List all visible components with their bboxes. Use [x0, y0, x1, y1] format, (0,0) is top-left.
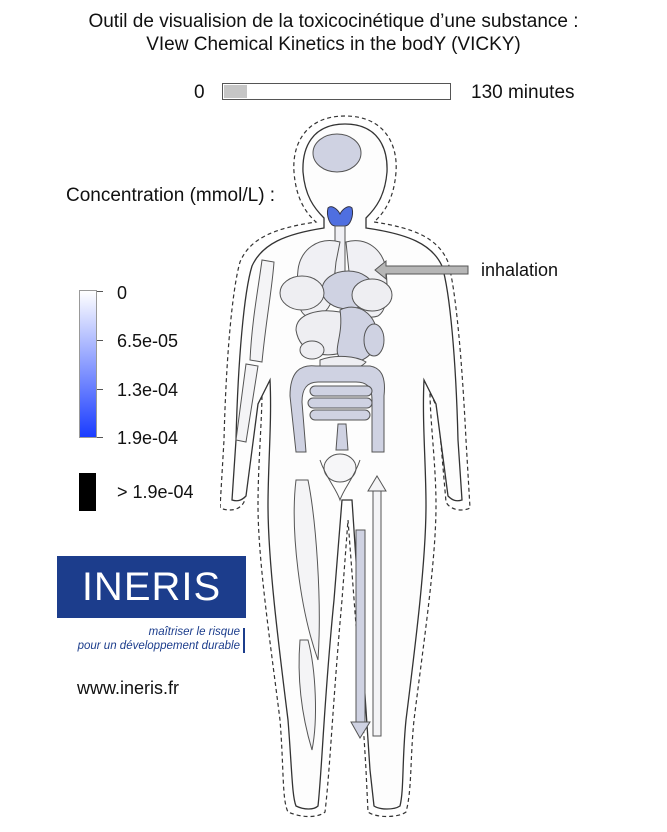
time-progress-fill: [224, 85, 247, 98]
overflow-color-swatch: [79, 473, 96, 511]
tagline-line-2: pour un développement durable: [77, 640, 240, 652]
legend-tick-0: [97, 291, 103, 292]
legend-tick-1: [97, 340, 103, 341]
calf-muscle-left: [298, 639, 316, 751]
legend-tick-label-1: 6.5e-05: [117, 331, 179, 351]
vein-arrowhead: [350, 721, 371, 739]
large-intestine: [289, 365, 385, 453]
rectum: [335, 423, 349, 451]
tagline-divider: [243, 628, 245, 653]
skin-outline: [220, 115, 471, 818]
breast-left: [279, 275, 325, 311]
legend-tick-3: [97, 437, 103, 438]
small-intestine-2: [307, 397, 373, 409]
kidney: [299, 340, 325, 360]
legend-tick-label-2: 1.3e-04: [117, 380, 179, 400]
inhalation-arrow: [374, 259, 469, 281]
arm-bone-left-lower: [235, 363, 259, 443]
time-progress-bar[interactable]: [222, 83, 451, 100]
legend-tick-label-3: 1.9e-04: [117, 428, 179, 448]
artery: [372, 487, 382, 737]
inhalation-label: inhalation: [481, 260, 559, 280]
ineris-logo: INERIS: [57, 556, 246, 618]
thyroid: [327, 206, 353, 227]
ineris-logo-text: INERIS: [81, 564, 222, 609]
legend-tick-2: [97, 389, 103, 390]
artery-arrowhead: [367, 475, 387, 492]
time-start-label: 0: [194, 82, 205, 103]
concentration-color-scale: [79, 290, 97, 438]
title-line-1: Outil de visualision de la toxicocinétiq…: [88, 11, 579, 32]
title-line-2: VIew Chemical Kinetics in the bodY (VICK…: [146, 34, 521, 55]
concentration-legend-title: Concentration (mmol/L) :: [66, 185, 276, 206]
uterus: [319, 459, 361, 502]
brain: [312, 133, 362, 173]
legend-tick-label-0: 0: [117, 283, 128, 303]
spleen: [363, 323, 385, 357]
tagline-line-1: maîtriser le risque: [148, 626, 240, 638]
bladder: [323, 453, 357, 483]
overflow-label: > 1.9e-04: [117, 482, 194, 502]
small-intestine-1: [309, 385, 373, 397]
small-intestine-3: [309, 409, 371, 421]
human-body-diagram: [220, 115, 471, 818]
thigh-muscle-left: [293, 479, 320, 661]
time-end-label: 130 minutes: [471, 82, 575, 103]
vein: [355, 529, 366, 726]
website-link[interactable]: www.ineris.fr: [77, 678, 180, 698]
arm-bone-left-upper: [249, 259, 275, 363]
breast-right: [351, 278, 393, 312]
